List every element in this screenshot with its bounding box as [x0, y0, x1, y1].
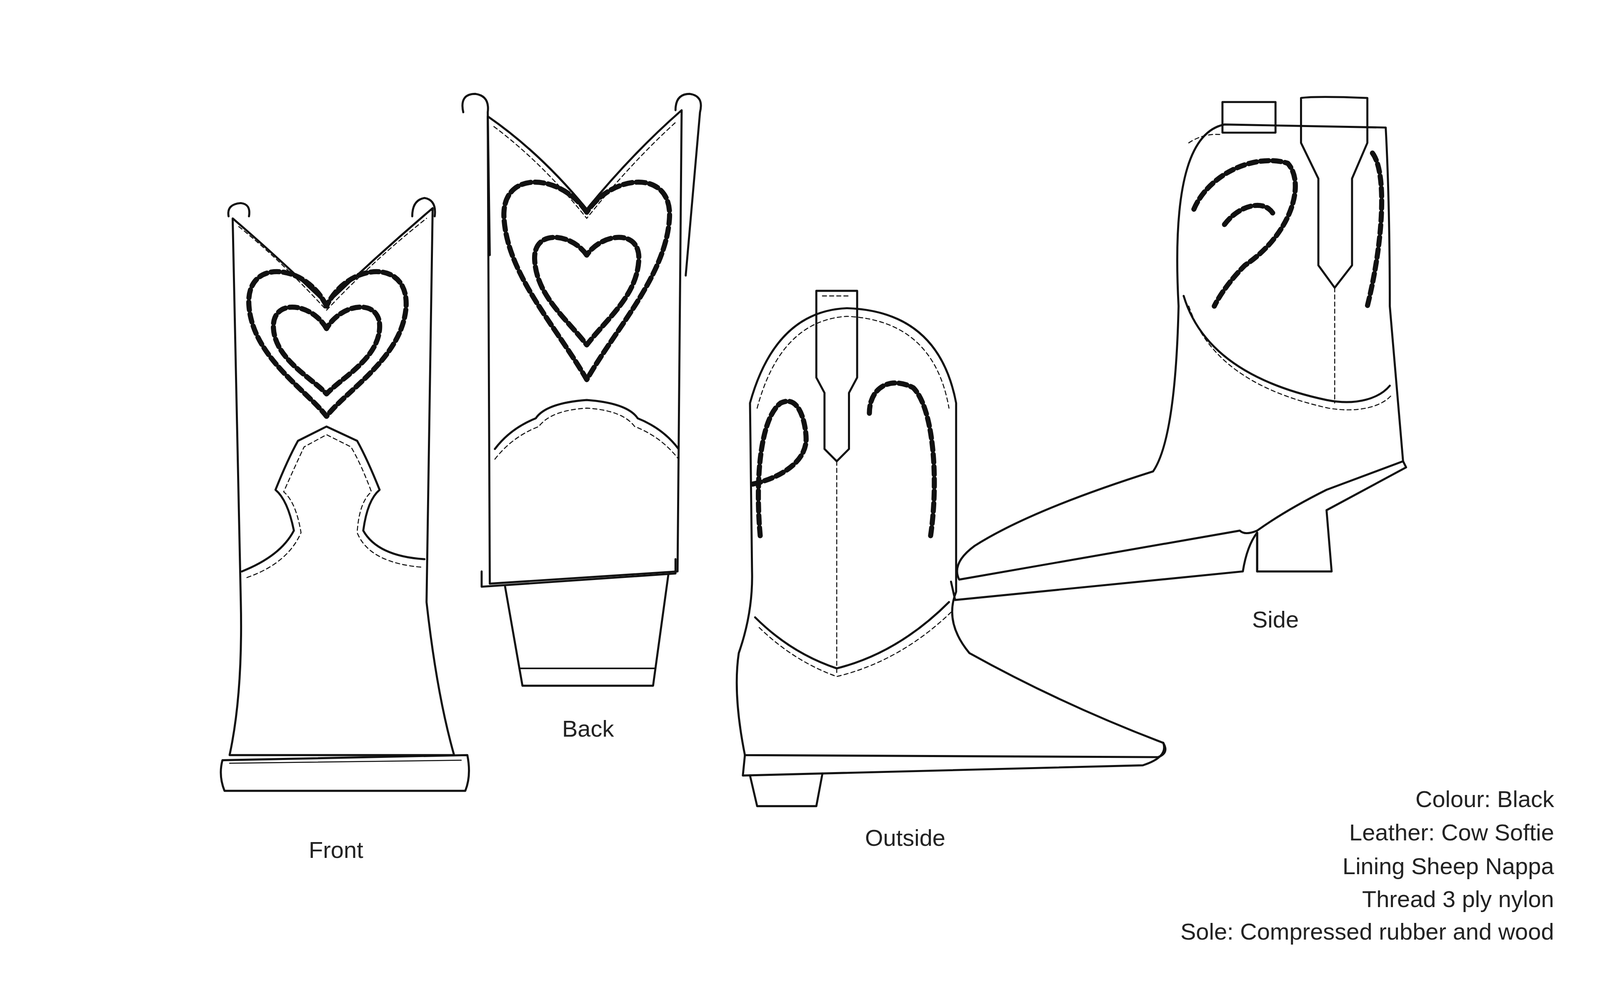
spec-note: Leather: Cow Softie: [1349, 819, 1555, 846]
spec-note: Lining Sheep Nappa: [1342, 853, 1555, 880]
view-label: Outside: [865, 825, 946, 851]
spec-note: Colour: Black: [1415, 786, 1555, 813]
spec-note: Thread 3 ply nylon: [1362, 886, 1555, 913]
back-boot: [462, 93, 701, 686]
side-boot: [950, 97, 1406, 600]
outside-boot: [736, 290, 1166, 807]
front-boot: [220, 197, 470, 791]
view-label: Back: [562, 715, 615, 742]
spec-note: Sole: Compressed rubber and wood: [1180, 918, 1555, 945]
view-label: Front: [308, 837, 364, 863]
view-label: Side: [1252, 606, 1299, 633]
